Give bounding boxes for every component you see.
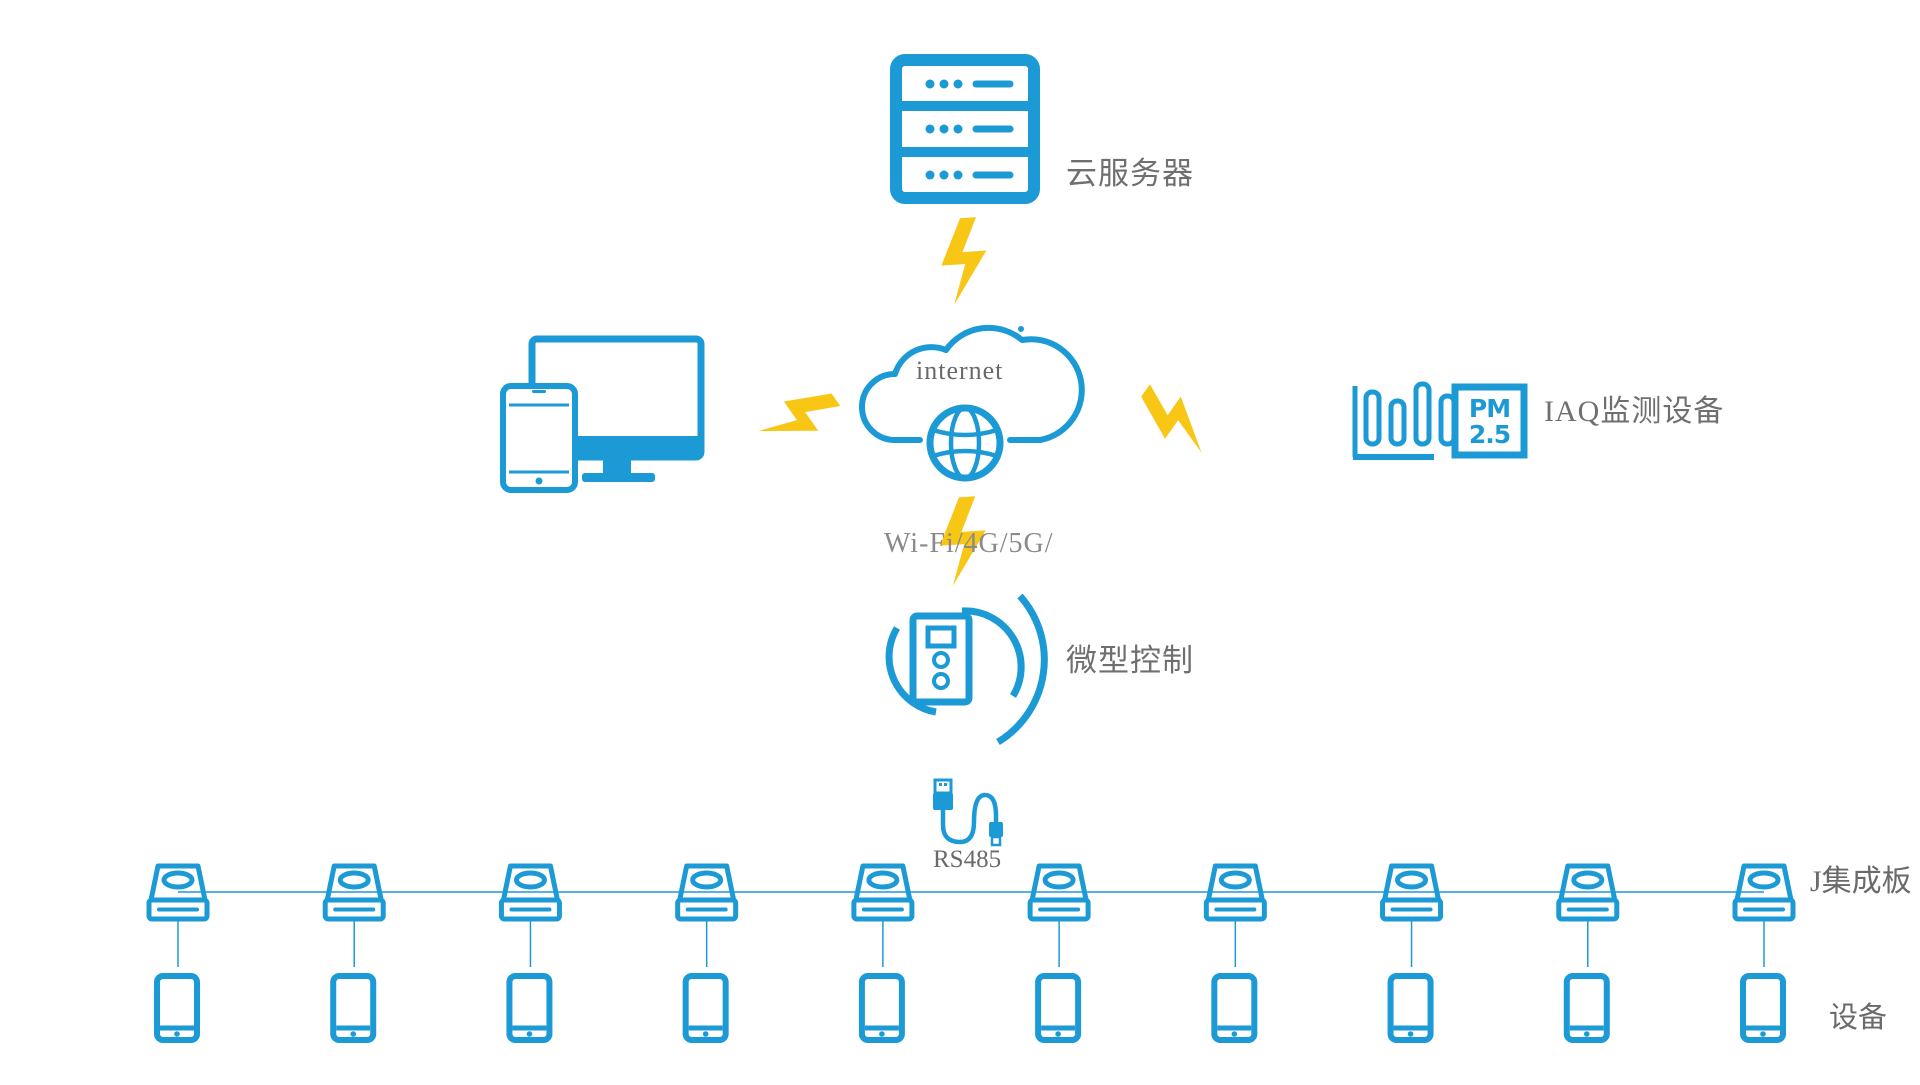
- pm-text: PM: [1468, 394, 1511, 423]
- wifi-label: Wi-Fi/4G/5G/: [884, 528, 1054, 559]
- iaq-device-label: IAQ监测设备: [1544, 395, 1725, 428]
- micro-control-label: 微型控制: [1066, 643, 1194, 678]
- pm25-badge-text: PM 2.5: [1453, 385, 1526, 457]
- phone-device-icon: [686, 976, 726, 1040]
- phone-device-icon: [1214, 976, 1254, 1040]
- controller-icon: [885, 593, 1048, 745]
- pm-value-text: 2.5: [1468, 420, 1511, 449]
- phone-device-icon: [1567, 976, 1607, 1040]
- cloud-server-label: 云服务器: [1066, 156, 1194, 191]
- phone-device-icon: [157, 976, 197, 1040]
- phone-device-icon: [333, 976, 373, 1040]
- tablet-monitor-icon: [500, 335, 705, 493]
- phone-device-icon: [862, 976, 902, 1040]
- usb-cable-icon: [933, 778, 1003, 847]
- lightning-bolt-icon: [1129, 377, 1222, 461]
- server-rack-icon: [890, 54, 1040, 204]
- internet-label: internet: [916, 356, 1004, 385]
- integration-board-label: J集成板: [1810, 865, 1912, 898]
- device-label: 设备: [1829, 1002, 1888, 1034]
- node-row: [149, 866, 1793, 1040]
- phone-device-icon: [1743, 976, 1783, 1040]
- pm25-badge-icon: [1451, 383, 1528, 459]
- phone-device-icon: [1391, 976, 1431, 1040]
- phone-device-icon: [1038, 976, 1078, 1040]
- phone-device-icon: [509, 976, 549, 1040]
- rs485-label: RS485: [933, 846, 1002, 873]
- lightning-bolt-icon: [752, 376, 845, 460]
- bar-chart-icon: [1352, 381, 1457, 460]
- cloud-globe-icon: [859, 324, 1085, 482]
- lightning-bolt-icon: [938, 216, 991, 306]
